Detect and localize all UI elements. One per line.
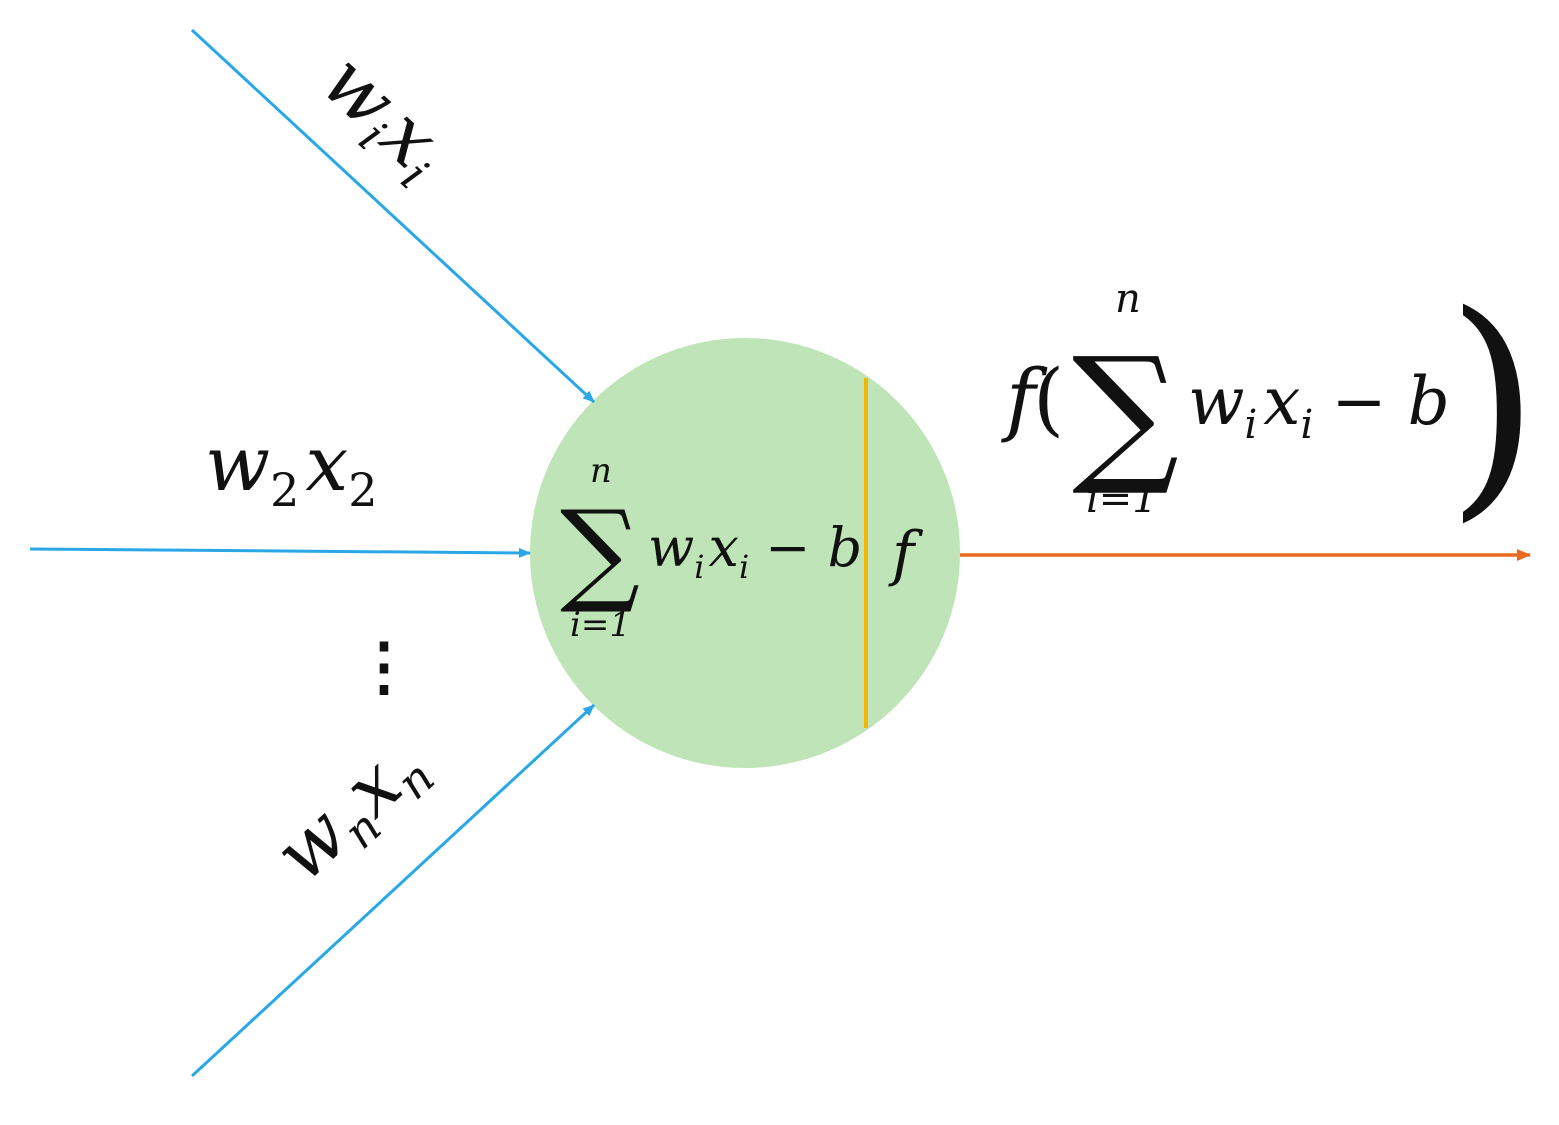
sum-lower-limit: i=1	[570, 605, 631, 645]
weight-symbol: w	[1188, 363, 1245, 440]
output-sum-lower-limit: i=1	[1086, 476, 1158, 522]
output-sigma-symbol: ∑	[1072, 326, 1179, 500]
weight-subscript: i	[1245, 402, 1258, 448]
weight-symbol: w	[648, 516, 694, 579]
input-subscript: i	[739, 548, 749, 586]
input-arrow-middle	[29, 547, 531, 558]
output-sum-upper-limit: n	[1115, 276, 1141, 322]
neuron-body	[530, 338, 960, 768]
input-arrow-bottom	[190, 703, 596, 1078]
ellipsis: ⋮	[352, 629, 416, 704]
sigma-symbol: ∑	[560, 487, 640, 617]
output-close-paren: )	[1446, 263, 1540, 543]
weight-subscript: 2	[270, 463, 299, 517]
input-subscript: i	[1301, 402, 1314, 448]
input-label-top: wixi	[301, 36, 467, 200]
input-subscript: 2	[348, 463, 377, 517]
svg-text:wnxn: wnxn	[257, 719, 445, 903]
neuron-sum-formula: n ∑ i=1 wixi− b	[560, 451, 862, 645]
bias-term: − b	[765, 516, 862, 579]
input-symbol: x	[305, 419, 348, 508]
svg-text:w2x2: w2x2	[205, 419, 378, 517]
bias-term: − b	[1331, 363, 1450, 440]
weight-subscript: i	[694, 548, 704, 586]
input-label-bottom: wnxn	[257, 719, 445, 903]
input-label-middle: w2x2	[205, 419, 378, 517]
svg-text:wixi− b: wixi− b	[1188, 363, 1450, 448]
input-symbol: x	[1263, 363, 1300, 440]
sum-upper-limit: n	[590, 451, 612, 491]
input-arrow-top	[190, 28, 596, 404]
svg-text:wixi− b: wixi− b	[648, 516, 862, 586]
svg-text:wixi: wixi	[301, 36, 467, 200]
input-symbol: x	[708, 516, 738, 579]
weight-symbol: w	[205, 419, 270, 508]
output-open-paren: (	[1033, 352, 1064, 445]
output-formula: f ( n ∑ i=1 wixi− b )	[1001, 263, 1540, 543]
